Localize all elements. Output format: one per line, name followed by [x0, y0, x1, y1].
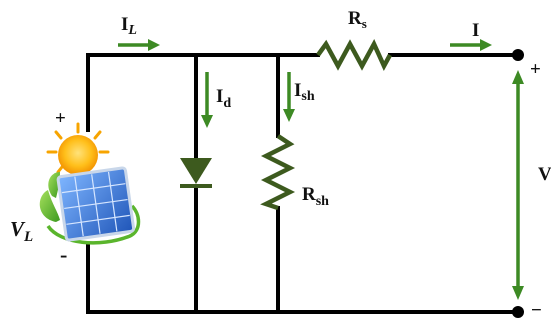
id-label: Id [216, 86, 231, 111]
terminal-negative [512, 306, 524, 318]
ish-arrow-icon [283, 72, 295, 122]
vl-label: VL [10, 217, 33, 245]
minus-left-label: - [60, 242, 67, 267]
shunt-resistor-icon [260, 134, 296, 211]
series-resistor-icon [316, 38, 392, 72]
ish-label: Ish [294, 80, 315, 104]
rsh-label: Rsh [302, 184, 329, 209]
v-out-label: V [538, 164, 551, 185]
solar-panel-icon [39, 122, 141, 245]
i-out-arrow-icon [450, 39, 492, 51]
id-arrow-icon [201, 72, 213, 128]
i-out-label: I [472, 20, 479, 41]
plus-right-label: + [530, 59, 541, 80]
v-out-arrow-icon [512, 70, 524, 300]
terminal-positive [512, 49, 524, 61]
minus-right-label: − [531, 300, 542, 320]
circuit-wires [86, 53, 520, 314]
current-arrows [118, 39, 524, 300]
il-label: IL [121, 14, 137, 38]
plus-left-label: + [55, 108, 66, 129]
rs-label: Rs [348, 8, 367, 31]
il-arrow-icon [118, 39, 160, 51]
diode-icon [180, 158, 212, 188]
